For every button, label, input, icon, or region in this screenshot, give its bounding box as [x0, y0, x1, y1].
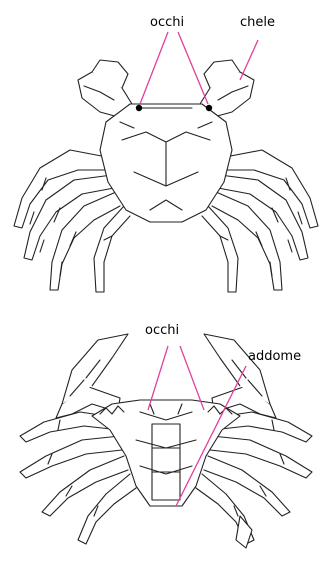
- label-bottom-addome: addome: [248, 349, 301, 364]
- crab-top-eye-left: [136, 105, 142, 111]
- crab-top-carapace: [100, 104, 232, 222]
- label-top-occhi: occhi: [150, 15, 184, 30]
- pointer-top-occhi-right: [178, 32, 208, 104]
- crab-top-eye-right: [206, 105, 212, 111]
- pointer-top-occhi-left: [140, 32, 168, 104]
- crab-bottom: occhi addome: [20, 323, 312, 548]
- pointer-top-chele: [240, 40, 258, 80]
- label-bottom-occhi: occhi: [145, 323, 179, 338]
- crab-top: occhi chele: [14, 15, 318, 292]
- label-top-chele: chele: [240, 15, 275, 30]
- crab-bottom-body: [92, 400, 240, 506]
